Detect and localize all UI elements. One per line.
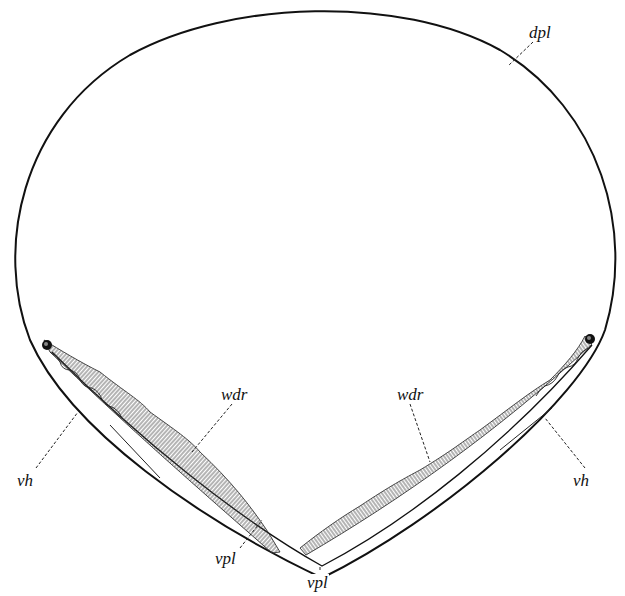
part-label: vpl — [214, 550, 237, 567]
part-label: wdr — [396, 386, 424, 403]
part-label: dpl — [528, 24, 552, 41]
part-label: vh — [16, 472, 34, 489]
part-label: vh — [572, 472, 590, 489]
part-label: wdr — [220, 386, 248, 403]
part-label: vpl — [306, 574, 329, 591]
